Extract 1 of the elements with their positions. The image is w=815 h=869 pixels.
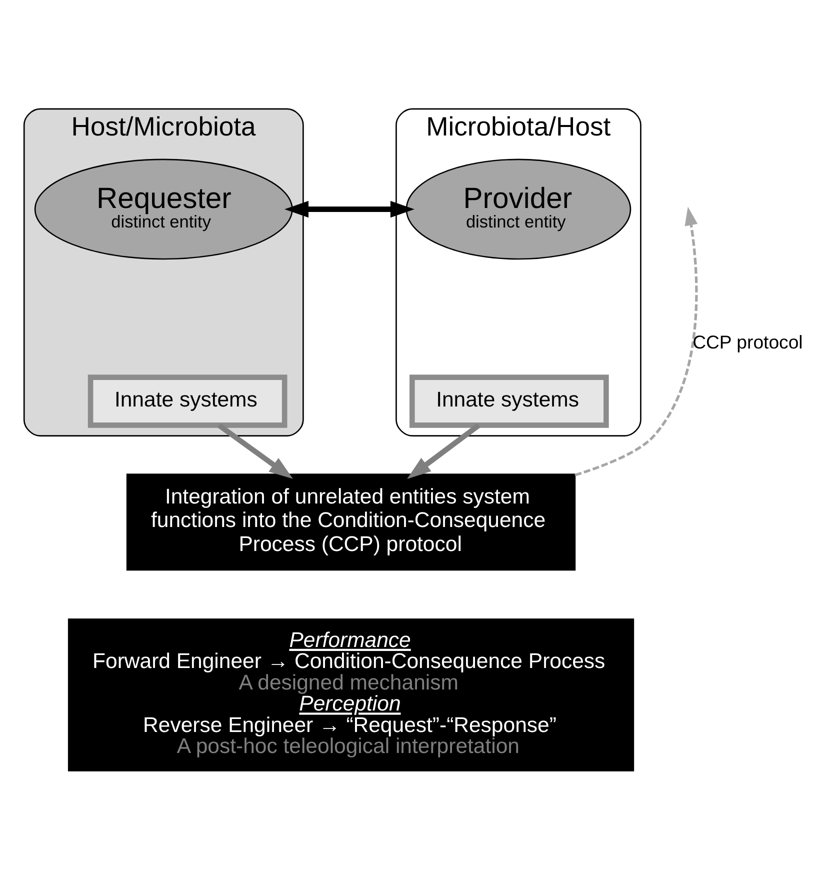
edge-label: CCP protocol: [692, 331, 803, 352]
